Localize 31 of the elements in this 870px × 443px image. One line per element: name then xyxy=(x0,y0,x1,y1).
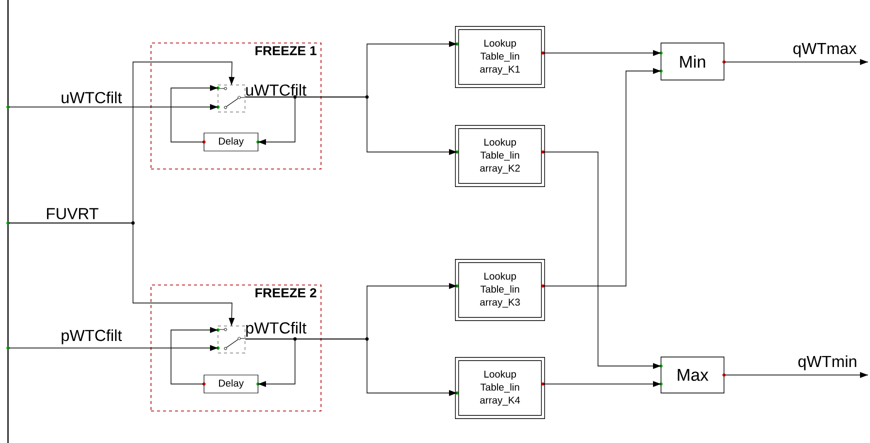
signal-label: uWTCfilt xyxy=(246,84,306,96)
lookup-table-block: Lookup Table_lin array_K2 xyxy=(455,125,545,187)
edge-label: FUVRT xyxy=(45,208,100,220)
signal-arrow xyxy=(170,327,218,384)
function-block: Max xyxy=(659,356,726,394)
edge-label: uWTCfilt xyxy=(60,91,123,104)
delay-block: Delay xyxy=(202,374,260,394)
signal-arrow xyxy=(8,222,235,326)
edge-label: qWTmin xyxy=(797,354,858,371)
lookup-table-block: Lookup Table_lin array_K1 xyxy=(455,26,545,88)
switch-symbol xyxy=(216,326,246,354)
signal-arrow xyxy=(543,381,661,387)
signal-label: pWTCfilt xyxy=(246,322,306,337)
signal-arrow xyxy=(724,59,868,65)
bus-line xyxy=(6,0,10,443)
lookup-table-block: Lookup Table_lin array_K3 xyxy=(455,259,545,321)
delay-block: Delay xyxy=(202,132,260,152)
signal-arrow xyxy=(724,372,868,378)
signal-arrow xyxy=(8,345,218,351)
signal-arrow xyxy=(170,85,218,142)
signal-arrow xyxy=(245,96,457,155)
edge-label: qWTmax xyxy=(792,42,858,58)
lookup-table-block: Lookup Table_lin array_K4 xyxy=(455,357,545,419)
function-block: Min xyxy=(659,42,726,80)
signal-arrow xyxy=(543,50,661,56)
signal-arrow xyxy=(543,68,661,286)
signal-arrow xyxy=(245,338,457,396)
signal-arrow xyxy=(543,152,661,369)
switch-symbol xyxy=(216,84,246,112)
edge-label: pWTCfilt xyxy=(60,328,123,345)
signal-arrow xyxy=(8,104,218,110)
